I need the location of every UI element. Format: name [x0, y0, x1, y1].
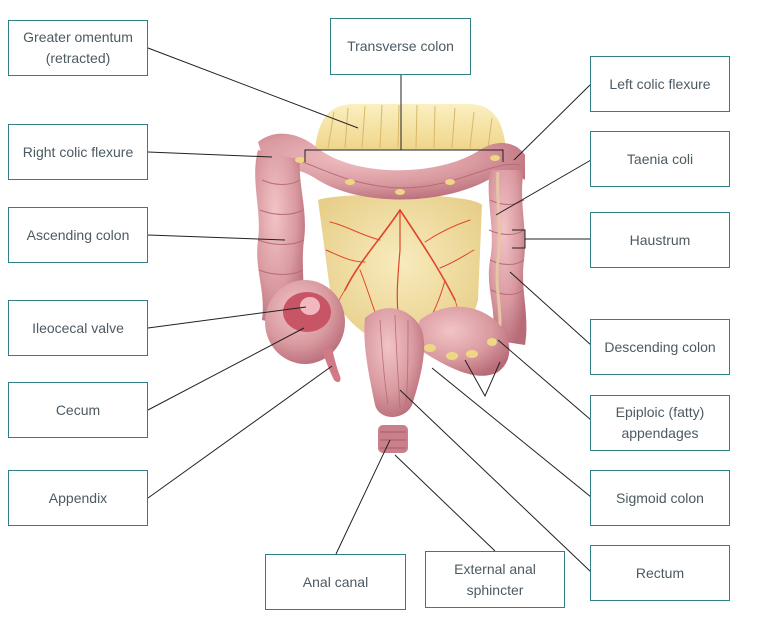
label-taenia-coli: Taenia coli — [590, 131, 730, 187]
ascending-haustra — [257, 179, 305, 275]
label-anal-canal: Anal canal — [265, 554, 406, 610]
label-external-anal-sphincter: External anal sphincter — [425, 551, 565, 608]
label-right-colic-flexure: Right colic flexure — [8, 124, 148, 180]
descending-colon-shape — [488, 170, 527, 345]
label-haustrum: Haustrum — [590, 212, 730, 268]
label-transverse-colon: Transverse colon — [330, 18, 471, 75]
label-ileocecal-valve: Ileocecal valve — [8, 300, 148, 356]
sigmoid-colon-shape — [412, 306, 510, 376]
leader-lines — [147, 47, 592, 573]
appendix-shape — [322, 348, 341, 383]
label-ascending-colon: Ascending colon — [8, 207, 148, 263]
taenia-coli-band — [495, 171, 502, 341]
label-greater-omentum: Greater omentum (retracted) — [8, 20, 148, 76]
label-sigmoid-colon: Sigmoid colon — [590, 470, 730, 526]
label-descending-colon: Descending colon — [590, 319, 730, 375]
anal-canal-shape — [378, 425, 408, 453]
label-cecum: Cecum — [8, 382, 148, 438]
rectum-shape — [364, 308, 425, 418]
cecum-shape — [265, 280, 345, 364]
greater-omentum-shape — [315, 104, 506, 150]
epiploic-appendages-shapes — [295, 155, 500, 360]
label-epiploic-appendages: Epiploic (fatty) appendages — [590, 395, 730, 451]
descending-haustra — [488, 199, 525, 295]
label-rectum: Rectum — [590, 545, 730, 601]
label-appendix: Appendix — [8, 470, 148, 526]
label-left-colic-flexure: Left colic flexure — [590, 56, 730, 112]
rectum-folds — [379, 314, 409, 409]
